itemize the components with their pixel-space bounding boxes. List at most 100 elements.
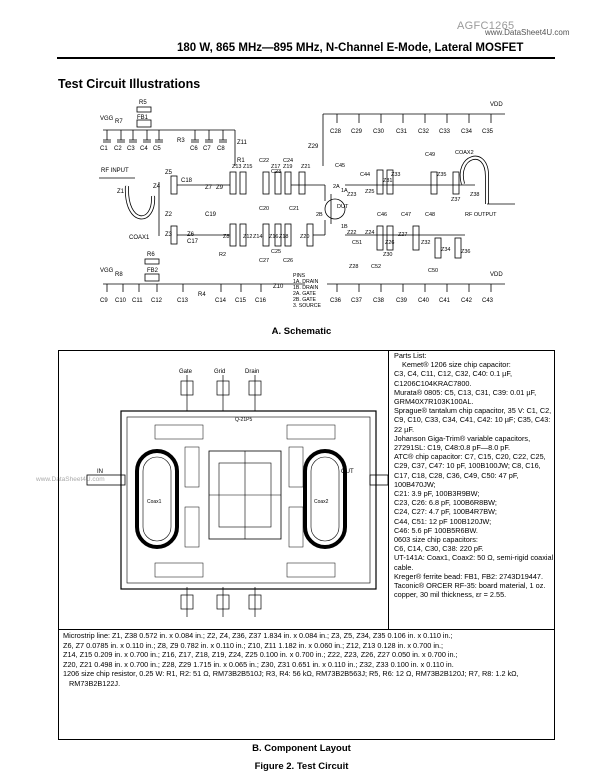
c33-label: C33 xyxy=(439,129,451,135)
z23-label: Z23 xyxy=(347,192,356,198)
note-line: Z20, Z21 0.498 in. x 0.700 in.; Z28, Z29… xyxy=(63,659,454,669)
z22-label: Z22 xyxy=(347,230,356,236)
schematic-caption: A. Schematic xyxy=(271,326,332,337)
pins-heading: PINS xyxy=(293,273,306,279)
board-drawing-area: Gate Grid Drain Q-21P5 IN OUT Coax1 xyxy=(59,351,389,630)
c41-label: C41 xyxy=(439,298,451,304)
parts-list-line: C21: 3.9 pF, 100B3R9BW; xyxy=(394,489,480,499)
microstrip-notes: Microstrip line: Z1, Z38 0.572 in. x 0.0… xyxy=(59,629,554,689)
parts-list-line: Sprague® tantalum chip capacitor, 35 V: … xyxy=(394,406,552,434)
parts-list-line: C23, C26: 6.8 pF, 100B6R8BW; xyxy=(394,498,497,508)
c7-label: C7 xyxy=(203,146,211,152)
z7-label: Z7 xyxy=(205,185,213,191)
dut-label: DUT xyxy=(337,204,349,210)
c2-label: C2 xyxy=(114,146,122,152)
r5-label: R5 xyxy=(139,100,147,106)
c37-label: C37 xyxy=(351,298,363,304)
c36-label: C36 xyxy=(330,298,342,304)
c25-label: C25 xyxy=(271,249,281,255)
z14-label: Z14 xyxy=(253,234,262,240)
vgg-bot-label: VGG xyxy=(100,268,114,274)
z5-label: Z5 xyxy=(165,170,173,176)
z13-label: Z13 xyxy=(232,164,241,170)
c48-label: C48 xyxy=(425,212,435,218)
c8-label: C8 xyxy=(217,146,225,152)
fb2-label: FB2 xyxy=(147,268,159,274)
c43-label: C43 xyxy=(482,298,494,304)
out-label: OUT xyxy=(341,469,354,475)
parts-list-line: UT-141A: Coax1, Coax2: 50 Ω, semi-rigid … xyxy=(394,553,554,572)
grid-top-label: Grid xyxy=(214,369,225,375)
watermark-url: www.DataSheet4U.com xyxy=(485,28,570,37)
parts-list-line: Taconic® ORCER RF-35: board material, 1 … xyxy=(394,581,546,600)
c39-label: C39 xyxy=(396,298,408,304)
r6-label: R6 xyxy=(147,252,155,258)
c50-label: C50 xyxy=(428,268,438,274)
section-title: Test Circuit Illustrations xyxy=(58,77,201,91)
z20-label: Z20 xyxy=(300,234,309,240)
c4-label: C4 xyxy=(140,146,148,152)
parts-list: Parts List: Kemet® 1206 size chip capaci… xyxy=(394,351,554,599)
c1-label: C1 xyxy=(100,146,108,152)
r2-label: R2 xyxy=(219,252,226,258)
pin-2b-label: 2B xyxy=(316,212,323,218)
parts-list-line: Murata® 0805: C5, C13, C31, C39: 0.01 µF… xyxy=(394,387,537,407)
z19-label: Z19 xyxy=(283,164,292,170)
z32-label: Z32 xyxy=(421,240,430,246)
vdd-bot-label: VDD xyxy=(490,272,503,278)
pins-1a: 1A. DRAIN xyxy=(293,279,319,285)
pin-1a-label: 1A xyxy=(341,188,348,194)
coax2-label: COAX2 xyxy=(455,150,474,156)
z17-label: Z17 xyxy=(271,164,280,170)
watermark: www.DataSheet4U.com xyxy=(36,476,105,483)
pins-2a: 2A. GATE xyxy=(293,291,317,297)
fb1-label: FB1 xyxy=(137,115,149,121)
z35-label: Z35 xyxy=(437,172,446,178)
component-layout-frame xyxy=(58,350,555,740)
z28-label: Z28 xyxy=(349,264,358,270)
c31-label: C31 xyxy=(396,129,408,135)
z29-label: Z29 xyxy=(308,144,319,150)
c11-label: C11 xyxy=(132,298,143,304)
z30-label: Z30 xyxy=(383,252,392,258)
z31-label: Z31 xyxy=(383,178,392,184)
c20-label: C20 xyxy=(259,206,269,212)
figure-caption: Figure 2. Test Circuit xyxy=(254,761,349,772)
parts-list-line: Kemet® 1206 size chip capacitor: xyxy=(402,360,511,370)
parts-list-line: Parts List: xyxy=(394,351,427,360)
page-title: 180 W, 865 MHz—895 MHz, N-Channel E-Mode… xyxy=(177,42,524,54)
pins-1b: 1B. DRAIN xyxy=(293,285,319,291)
pin-1b-label: 1B xyxy=(341,224,348,230)
z9-label: Z9 xyxy=(216,185,224,191)
z21-label: Z21 xyxy=(301,164,310,170)
parts-list-line: 0603 size chip capacitors: xyxy=(394,535,478,545)
c28-label: C28 xyxy=(330,129,342,135)
top-caps xyxy=(103,130,227,143)
c30-label: C30 xyxy=(373,129,385,135)
parts-list-line: C3, C4, C11, C12, C32, C40: 0.1 µF, C120… xyxy=(394,369,513,388)
parts-list-line: C44, C51: 12 pF 100B120JW; xyxy=(394,516,492,526)
r7-label: R7 xyxy=(115,119,123,125)
board-id: Q-21P5 xyxy=(235,417,252,423)
z16-label: Z16 xyxy=(269,234,278,240)
header-rule xyxy=(57,57,555,59)
z25-label: Z25 xyxy=(365,189,374,195)
schematic-diagram: VGG R7 R5 FB1 R3 Z11 R1 C1 C2 C3 C4 C5 C… xyxy=(99,100,515,309)
z24-label: Z24 xyxy=(365,230,374,236)
c14-label: C14 xyxy=(215,298,227,304)
c16-label: C16 xyxy=(255,298,267,304)
parts-list-line: Johanson Giga-Trim® variable capacitors,… xyxy=(394,433,531,453)
c22-label: C22 xyxy=(259,158,269,164)
parts-list-line: ATC® chip capacitor: C7, C15, C20, C22, … xyxy=(394,452,546,489)
pins-2b: 2B. GATE xyxy=(293,297,317,303)
c44-label: C44 xyxy=(360,172,370,178)
z2-label: Z2 xyxy=(165,212,173,218)
coax2-board-label: Coax2 xyxy=(314,499,329,505)
c38-label: C38 xyxy=(373,298,385,304)
z12-label: Z12 xyxy=(243,234,252,240)
c46-label: C46 xyxy=(377,212,387,218)
c12-label: C12 xyxy=(151,298,163,304)
gate-top-label: Gate xyxy=(179,369,193,375)
c35-label: C35 xyxy=(482,129,494,135)
pcb-layout-drawing: Gate Grid Drain Q-21P5 IN OUT Coax1 xyxy=(86,369,389,617)
